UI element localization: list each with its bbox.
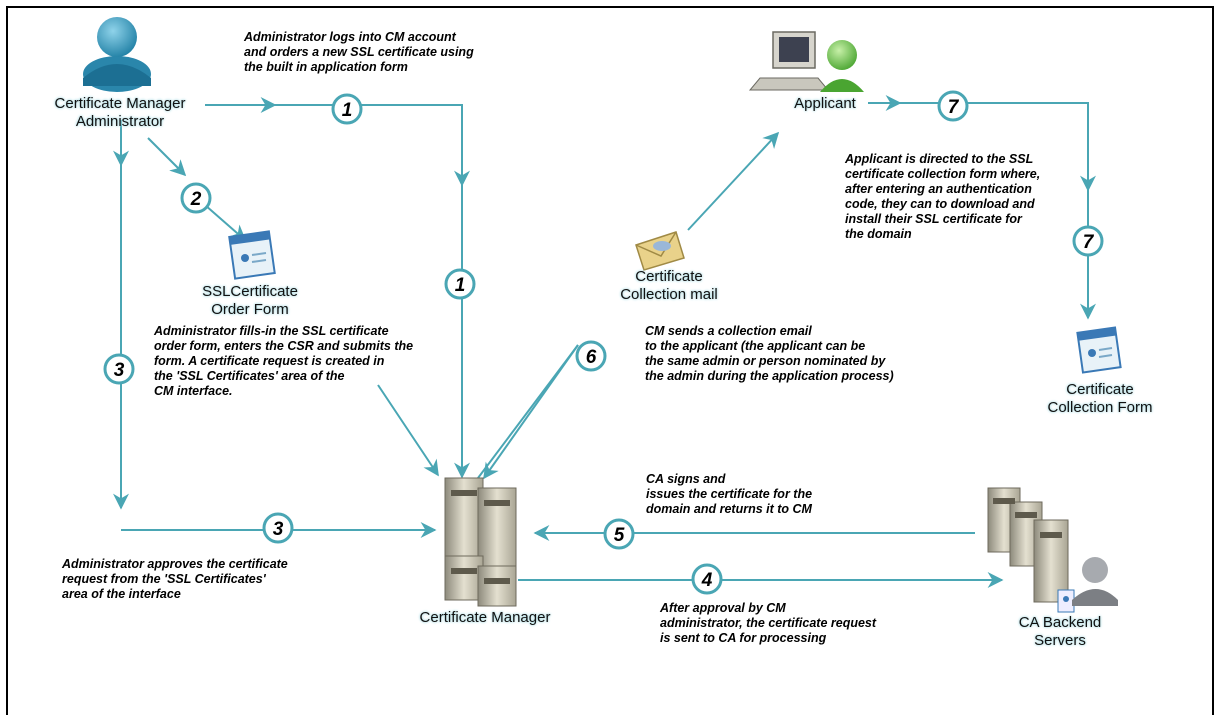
collection-form-label: Certificate Collection Form	[1047, 381, 1153, 416]
collection-mail-label: Certificate Collection mail	[620, 268, 718, 303]
svg-text:7: 7	[948, 97, 960, 118]
note-step1: Administrator logs into CM account and o…	[244, 30, 474, 74]
step-marker-2: 2	[180, 182, 212, 214]
svg-text:3: 3	[114, 360, 125, 381]
diagram-frame	[6, 6, 1214, 715]
arrow-step1-down	[275, 104, 470, 187]
svg-text:4: 4	[701, 570, 713, 591]
step-marker-1a: 1	[331, 93, 363, 125]
step-marker-3b: 3	[262, 512, 294, 544]
note-step4: After approval by CM administrator, the …	[660, 601, 877, 645]
certificate-manager-server-icon	[444, 477, 517, 607]
svg-text:1: 1	[342, 100, 353, 121]
applicant-label: Applicant	[794, 95, 856, 112]
note-step2: Administrator fills-in the SSL certifica…	[154, 324, 414, 398]
svg-text:6: 6	[586, 347, 597, 368]
arrow-step2-to-form	[204, 204, 247, 242]
arrow-step6-to-manager	[483, 344, 579, 480]
note-step6: CM sends a collection email to the appli…	[645, 324, 894, 383]
order-form-icon	[228, 230, 276, 280]
admin-person-icon	[83, 17, 151, 92]
svg-text:2: 2	[190, 189, 202, 210]
step-marker-5: 5	[603, 518, 635, 550]
collection-form-icon	[1076, 326, 1122, 374]
step-marker-1b: 1	[444, 268, 476, 300]
arrow-form-to-manager	[377, 384, 439, 477]
applicant-person-icon	[820, 40, 864, 92]
svg-text:3: 3	[273, 519, 284, 540]
applicant-computer-icon	[748, 31, 830, 91]
step-marker-4: 4	[691, 563, 723, 595]
note-step7: Applicant is directed to the SSL certifi…	[845, 152, 1041, 241]
step-marker-7a: 7	[937, 90, 969, 122]
step-marker-3a: 3	[103, 353, 135, 385]
note-step3: Administrator approves the certificate r…	[62, 557, 288, 601]
ca-backend-server-icon	[987, 487, 1118, 613]
step-marker-7b: 7	[1072, 225, 1104, 257]
svg-text:5: 5	[614, 525, 625, 546]
admin-label: Certificate Manager Administrator	[54, 95, 186, 130]
svg-text:7: 7	[1083, 232, 1095, 253]
step-marker-6: 6	[575, 340, 607, 372]
ca-backend-label: CA Backend Servers	[1018, 614, 1102, 649]
arrow-step2	[147, 137, 187, 177]
step-markers: 1 1 2 3 3 4 5 6 7 7	[103, 90, 1104, 595]
arrow-mail-to-applicant	[687, 131, 780, 231]
order-form-label: SSLCertificate Order Form	[202, 283, 298, 318]
certificate-manager-label: Certificate Manager	[419, 609, 551, 626]
note-step5: CA signs and issues the certificate for …	[646, 472, 813, 516]
collection-mail-icon	[635, 231, 685, 271]
svg-text:1: 1	[455, 275, 466, 296]
